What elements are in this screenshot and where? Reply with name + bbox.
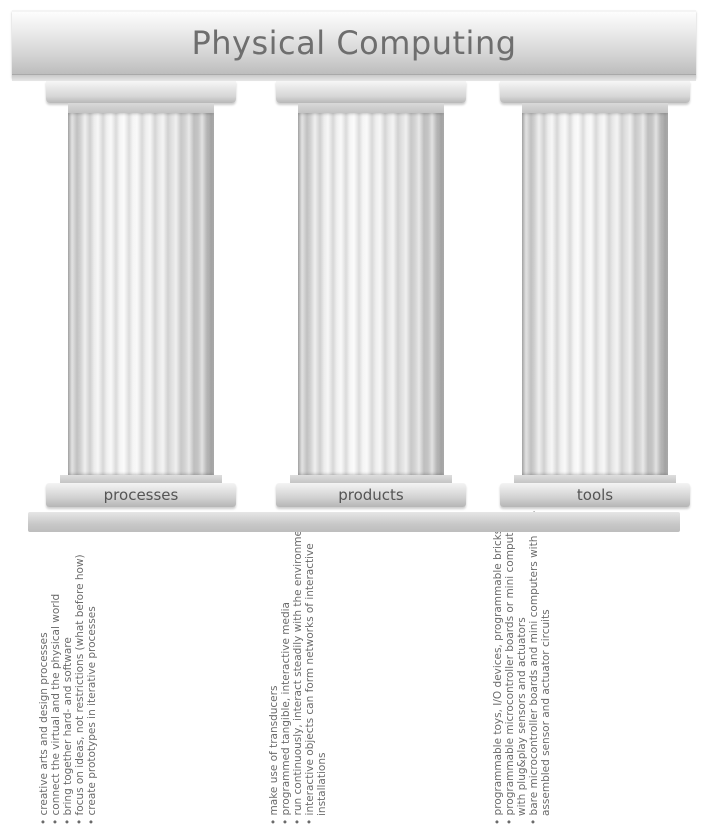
pillar-tools: programmable toys, I/O devices, programm… [492,81,690,816]
list-item: interactive objects can form networks of… [304,495,328,825]
pillar-label: tools [576,486,614,504]
pillar-neck [522,103,668,113]
pillar-neck [298,103,444,113]
pillar-processes: creative arts and design processes conne… [38,81,236,815]
pillar-plinth: processes [46,483,236,507]
entablature-base [12,75,696,81]
list-item: programmable toys, I/O devices, programm… [492,495,504,825]
diagram-title: Physical Computing [191,24,517,62]
list-item: create prototypes in iterative processes [86,495,98,825]
title-banner: Physical Computing [12,10,696,77]
list-item: bring together hard- and software [62,495,74,825]
pillar-base-top [290,475,452,483]
pillar-plinth: tools [500,483,690,507]
pillar-label: products [338,486,404,504]
pillar-item-list: make use of transducers programmed tangi… [268,495,328,825]
list-item: programmed tangible, interactive media [280,495,292,825]
pillar-shaft: programmable toys, I/O devices, programm… [492,113,668,816]
floor-base [28,512,680,532]
pillar-base-top [514,475,676,483]
pillar-neck [68,103,214,113]
list-item: creative arts and design processes [38,495,50,825]
list-item: make use of transducers [268,495,280,825]
pillar-capital [500,81,690,103]
pillar-products: make use of transducers programmed tangi… [268,81,466,816]
pillar-capital [46,81,236,103]
list-item: run continuously, interact steadily with… [292,495,304,825]
pillar-capital [276,81,466,103]
pillar-label: processes [103,486,179,504]
pillar-shaft: make use of transducers programmed tangi… [268,113,444,816]
list-item: programmable microcontroller boards or m… [504,495,528,825]
list-item: focus on ideas, not restrictions (what b… [74,495,86,825]
pillar-item-list: programmable toys, I/O devices, programm… [492,495,552,825]
pillar-base-top [60,475,222,483]
pillar-shaft: creative arts and design processes conne… [38,113,214,815]
list-item: connect the virtual and the physical wor… [50,495,62,825]
list-item: bare microcontroller boards and mini com… [528,495,552,825]
pillar-plinth: products [276,483,466,507]
pillar-item-list: creative arts and design processes conne… [38,495,98,825]
